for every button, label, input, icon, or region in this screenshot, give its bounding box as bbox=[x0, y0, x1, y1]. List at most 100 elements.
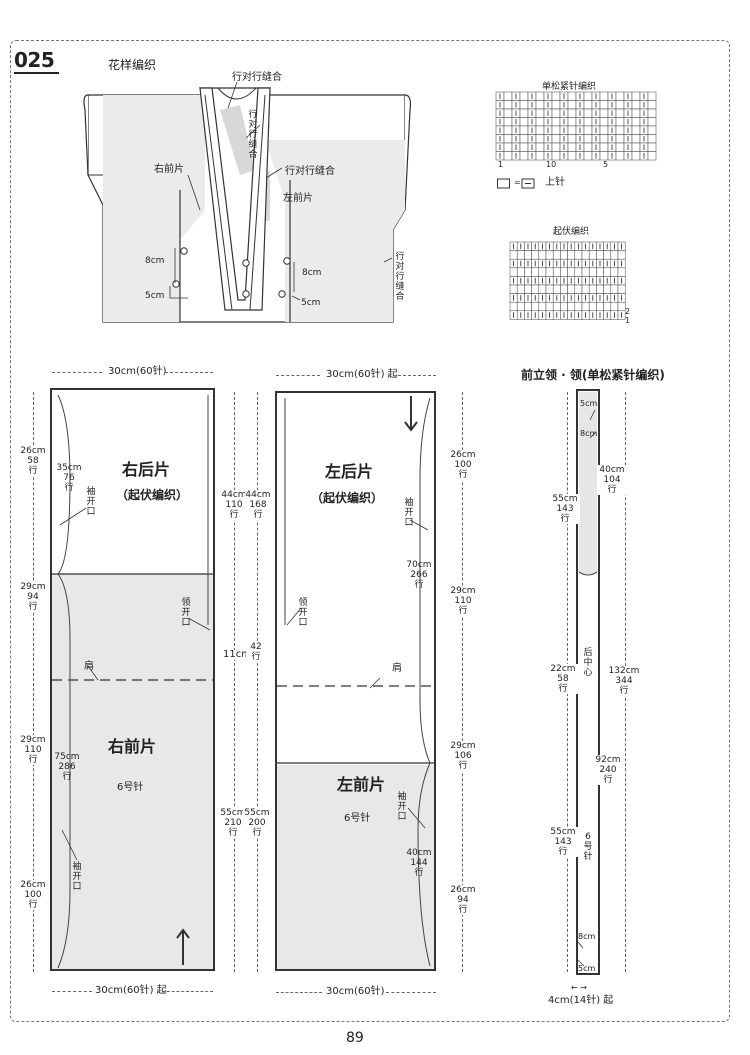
dim-unit: 行 bbox=[458, 470, 468, 480]
left-front-title: 左前片 bbox=[337, 775, 386, 794]
dim-cm: 29cm bbox=[450, 586, 476, 596]
dim-unit: 行 bbox=[458, 761, 468, 771]
left-piece-top-dim-line-b bbox=[398, 375, 436, 376]
dim-cm: 55cm bbox=[220, 808, 246, 818]
dim-rows: 240 bbox=[599, 765, 617, 775]
sketch-row-seam-mid-label: 行对行缝合 bbox=[285, 166, 335, 177]
right-piece-bottom-width: 30cm(60针) 起 bbox=[95, 985, 167, 996]
dim-cm: 26cm bbox=[450, 885, 476, 895]
left-piece-bottom-width: 30cm(60针) bbox=[326, 986, 385, 997]
dim-cm: 40cm bbox=[599, 465, 625, 475]
page-number: 89 bbox=[346, 1030, 364, 1046]
pattern-number: 025 bbox=[14, 48, 55, 72]
dim-rows: 100 bbox=[24, 890, 42, 900]
dim-unit: 行 bbox=[607, 485, 617, 495]
dim-unit: 行 bbox=[229, 510, 239, 520]
dim-cm: 35cm bbox=[56, 463, 82, 473]
left-dim-70cm-266: 70cm 266 行 bbox=[404, 560, 434, 590]
dim-cm: 92cm bbox=[595, 755, 621, 765]
dim-unit: 行 bbox=[458, 606, 468, 616]
dim-unit: 行 bbox=[558, 684, 568, 694]
dim-unit: 行 bbox=[414, 868, 424, 878]
collar-title: 前立领 · 领(单松紧针编织) bbox=[521, 368, 665, 382]
collar-dim-40cm-104: 40cm 104 行 bbox=[597, 465, 627, 495]
moss-chart-title: 起伏编织 bbox=[553, 227, 590, 237]
left-dim-29cm-106: 29cm 106 行 bbox=[448, 741, 478, 771]
mid-dim-55cm-210: 55cm 210 行 bbox=[219, 808, 247, 838]
dim-cm: 55cm bbox=[552, 494, 578, 504]
single-rib-chart-title: 单松紧针编织 bbox=[542, 82, 597, 92]
right-dim-29cm-94: 29cm 94 行 bbox=[18, 582, 48, 612]
dim-rows: 58 bbox=[27, 456, 39, 466]
collar-top-8cm: 8cm bbox=[580, 429, 598, 438]
left-dim-26cm-94: 26cm 94 行 bbox=[448, 885, 478, 915]
rib-row-label-10: 10 bbox=[546, 160, 557, 169]
dim-unit: 行 bbox=[28, 602, 38, 612]
collar-dim-22cm-58: 22cm 58 行 bbox=[548, 664, 578, 694]
dim-rows: 110 bbox=[225, 500, 243, 510]
left-dim-40cm-144: 40cm 144 行 bbox=[404, 848, 434, 878]
sketch-8cm-left: 8cm bbox=[145, 256, 165, 266]
pattern-number-underline bbox=[14, 72, 59, 74]
dim-rows: 344 bbox=[615, 676, 633, 686]
dim-rows: 94 bbox=[457, 895, 469, 905]
dim-rows: 42 bbox=[250, 642, 262, 652]
left-dim-26cm-100: 26cm 100 行 bbox=[448, 450, 478, 480]
collar-bottom-8cm: 8cm bbox=[578, 932, 596, 941]
dim-unit: 行 bbox=[253, 510, 263, 520]
left-piece-bottom-dim-line-b bbox=[386, 992, 436, 993]
dim-cm: 55cm bbox=[550, 827, 576, 837]
right-piece-top-dim-line-b bbox=[165, 372, 213, 373]
left-front-shade bbox=[277, 765, 434, 969]
dim-rows: 76 bbox=[63, 473, 75, 483]
right-dim-26cm-100: 26cm 100 行 bbox=[18, 880, 48, 910]
left-back-subtitle: （起伏编织） bbox=[311, 491, 384, 505]
left-collar-opening: 领开口 bbox=[298, 598, 308, 628]
right-back-title: 右后片 bbox=[122, 460, 171, 479]
dim-unit: 行 bbox=[458, 905, 468, 915]
right-piece-left-dim-line bbox=[33, 392, 34, 972]
legend-purl-label: 上针 bbox=[545, 177, 565, 188]
right-dim-75cm-286: 75cm 286 行 bbox=[53, 752, 81, 782]
middle-dim-line-a bbox=[234, 392, 235, 972]
collar-dim-92cm-240: 92cm 240 行 bbox=[593, 755, 623, 785]
right-sleeve-opening-upper: 袖开口 bbox=[86, 487, 96, 517]
dim-cm: 22cm bbox=[550, 664, 576, 674]
dim-unit: 行 bbox=[252, 828, 262, 838]
dim-cm: 132cm bbox=[608, 666, 640, 676]
dim-unit: 行 bbox=[619, 686, 629, 696]
collar-back-center: 后中心 bbox=[583, 648, 593, 678]
dim-rows: 94 bbox=[27, 592, 39, 602]
right-dim-26cm-58: 26cm 58 行 bbox=[18, 446, 48, 476]
rib-row-label-5: 5 bbox=[603, 160, 609, 169]
dim-unit: 行 bbox=[28, 466, 38, 476]
dim-cm: 70cm bbox=[406, 560, 432, 570]
dim-unit: 行 bbox=[560, 514, 570, 524]
rib-row-label-1: 1 bbox=[498, 160, 504, 169]
right-dim-29cm-110: 29cm 110 行 bbox=[18, 735, 48, 765]
dim-rows: 110 bbox=[454, 596, 472, 606]
dim-unit: 行 bbox=[414, 580, 424, 590]
left-back-title: 左后片 bbox=[325, 462, 374, 481]
dim-cm: 40cm bbox=[406, 848, 432, 858]
legend-box-icon bbox=[497, 178, 535, 189]
page-border bbox=[10, 40, 730, 1022]
left-piece-outline bbox=[275, 391, 436, 971]
mid-dim-11cm: 11cm bbox=[223, 649, 251, 660]
dim-cm: 29cm bbox=[20, 735, 46, 745]
dim-cm: 44cm bbox=[221, 490, 247, 500]
left-dim-29cm-110: 29cm 110 行 bbox=[448, 586, 478, 616]
dim-unit: 行 bbox=[28, 755, 38, 765]
sketch-right-front-label: 右前片 bbox=[154, 164, 184, 175]
moss-row-label-1: 1 bbox=[625, 316, 631, 325]
sketch-left-front-label: 左前片 bbox=[283, 193, 313, 204]
mid-dim-44cm-110: 44cm 110 行 bbox=[221, 490, 247, 520]
collar-needle: 6号针 bbox=[583, 832, 593, 862]
dim-unit: 行 bbox=[28, 900, 38, 910]
dim-unit: 行 bbox=[603, 775, 613, 785]
collar-width: 4cm(14针) 起 bbox=[548, 995, 614, 1006]
left-sleeve-opening-upper: 袖开口 bbox=[404, 498, 414, 528]
dim-rows: 143 bbox=[556, 504, 574, 514]
